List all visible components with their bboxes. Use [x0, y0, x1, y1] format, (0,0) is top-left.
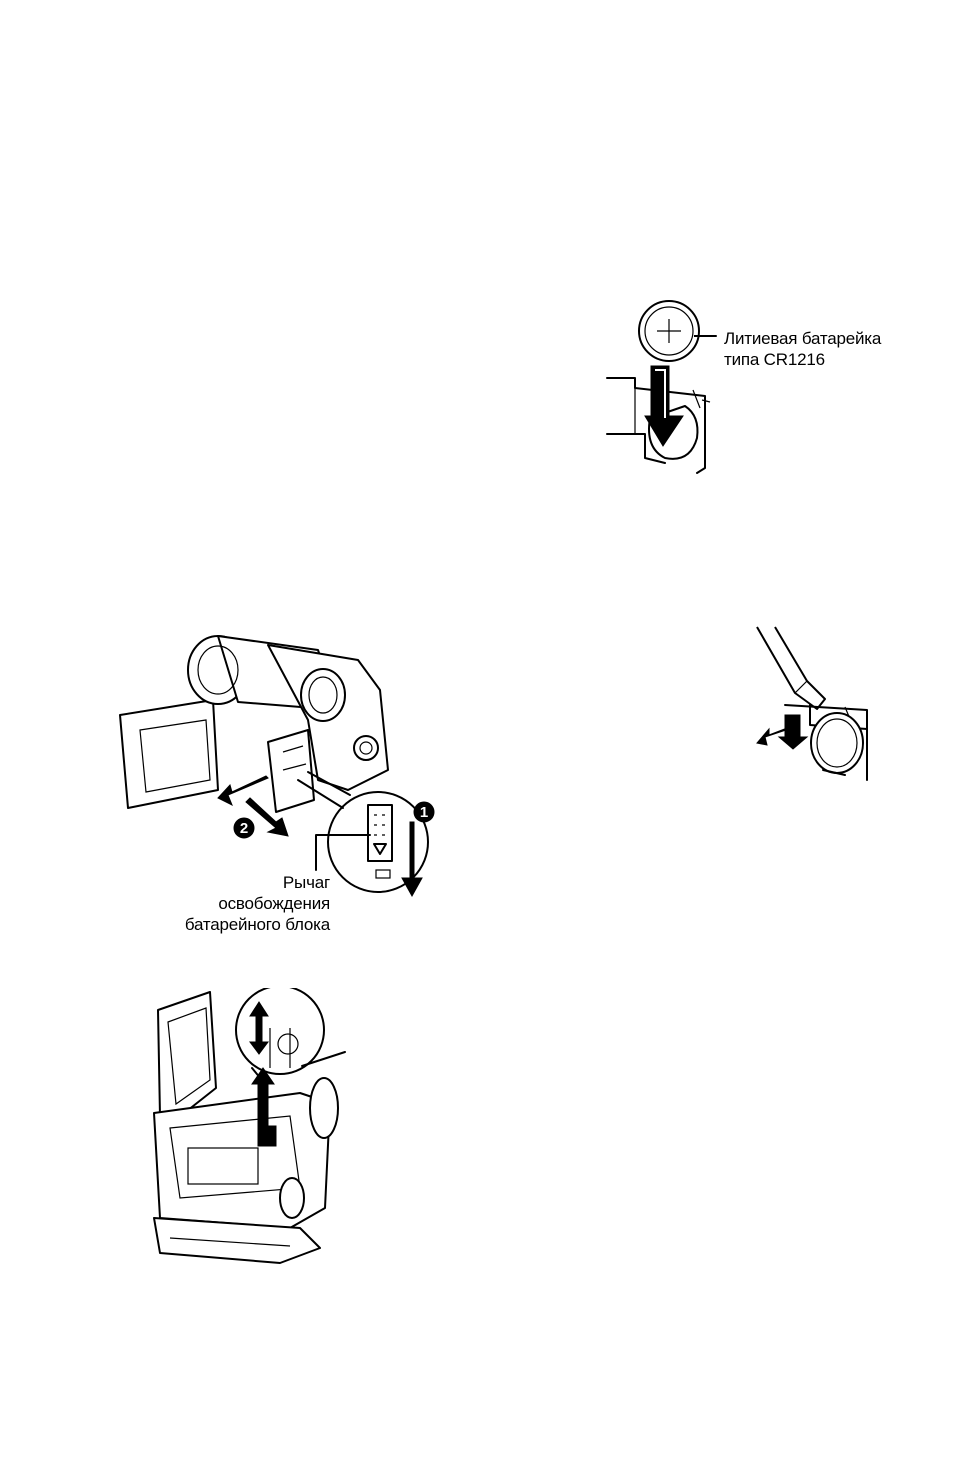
figure-camcorder-battery-removal [118, 630, 438, 900]
leader-line-battery [694, 326, 718, 346]
battery-release-lever-label: Рычаг освобождения батарейного блока [170, 872, 330, 935]
figure-lithium-battery-insert [605, 298, 720, 476]
lithium-battery-label: Литиевая батарейка типа CR1216 [724, 328, 881, 370]
lithium-battery-label-line1: Литиевая батарейка [724, 328, 881, 349]
lithium-battery-label-line2: типа CR1216 [724, 349, 881, 370]
figure-camcorder-top-view [140, 988, 360, 1270]
coin-battery-icon [639, 301, 699, 361]
battery-release-lever-label-line1: Рычаг освобождения [170, 872, 330, 914]
step1-badge-text: 1 [418, 802, 430, 823]
pen-icon [757, 627, 825, 709]
step2-badge-text: 2 [238, 818, 250, 839]
battery-release-lever-label-line2: батарейного блока [170, 914, 330, 935]
camcorder-icon [120, 636, 388, 812]
figure-coin-battery-removal [755, 625, 875, 785]
